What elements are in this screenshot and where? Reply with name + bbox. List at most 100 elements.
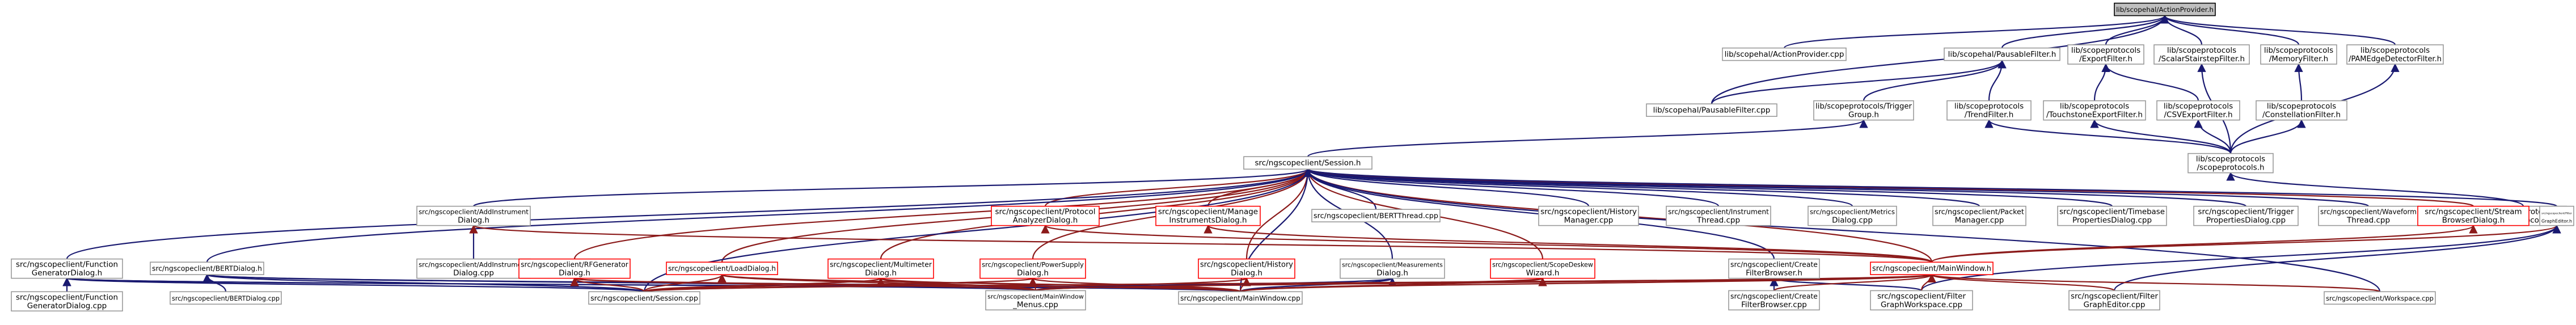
graph-node-label: /scopeprotocols.h [2197, 163, 2264, 172]
graph-node-label: Dialog.h [1376, 269, 1408, 278]
graph-node-label: src/ngscopeclient/MainWindow.cpp [1180, 294, 1300, 302]
graph-node[interactable]: src/ngscopeclient/LoadDialog.h [666, 261, 778, 276]
graph-node-label: lib/scopeprotocols/Trigger [1815, 103, 1912, 111]
graph-node-box [1538, 205, 1639, 226]
graph-node-label: src/ngscopeclient/Metrics [1810, 208, 1895, 216]
graph-node[interactable]: lib/scopeprotocols/TrendFilter.h [1946, 100, 2032, 121]
graph-node-box [666, 261, 778, 276]
graph-node-label: src/ngscopeclient/Filter [2071, 292, 2158, 301]
graph-node[interactable]: src/ngscopeclient/CreateFilterBrowser.cp… [1728, 290, 1820, 311]
graph-node[interactable]: lib/scopeprotocols/MemoryFilter.h [2260, 44, 2337, 65]
graph-node-label: lib/scopeprotocols [2360, 46, 2430, 55]
edge-n14-n22 [1303, 168, 1720, 207]
graph-node[interactable]: src/ngscopeclient/BERTThread.cpp [1311, 209, 1441, 223]
graph-node-label: src/ngscopeclient/AddInstrument [419, 261, 529, 269]
graph-node-label: lib/scopehal/ActionProvider.cpp [1725, 50, 1844, 59]
graph-node[interactable]: src/ngscopeclient/TimebasePropertiesDial… [2057, 205, 2167, 226]
graph-node-label: src/ngscopeclient/Packet [1935, 208, 2024, 217]
graph-node-label: InstrumentsDialog.h [1169, 216, 1247, 225]
graph-node[interactable]: src/ngscopeclient/Session.h [1243, 156, 1373, 170]
graph-node[interactable]: lib/scopeprotocols/scopeprotocols.h [2188, 153, 2274, 174]
edge-n14-n50 [1303, 168, 2381, 292]
graph-node[interactable]: lib/scopehal/PausableFilter.h [1944, 47, 2060, 61]
edge-n28-n41 [1931, 225, 2478, 263]
graph-node[interactable]: lib/scopehal/PausableFilter.cpp [1646, 103, 1777, 117]
graph-node-label: lib/scopeprotocols [2071, 46, 2140, 55]
graph-node-label: src/ngscopeclient/Trigger [2198, 208, 2294, 217]
edge-n14-n29 [1304, 168, 2558, 207]
graph-node-label: src/ngscopeclient/Stream [2425, 208, 2522, 217]
graph-node[interactable]: lib/scopeprotocols/PAMEdgeDetectorFilter… [2346, 44, 2444, 65]
graph-node-box [827, 258, 934, 279]
graph-node-label: lib/scopeprotocols [2164, 102, 2233, 111]
graph-node[interactable]: src/ngscopeclient/Workspace.cpp [2324, 291, 2436, 305]
graph-node-label: lib/scopeprotocols [1954, 102, 2024, 111]
graph-node[interactable]: src/ngscopeclient/FunctionGeneratorDialo… [11, 258, 123, 279]
graph-node-label: src/ngscopeclient/ScopeDeskew [1492, 261, 1593, 269]
edge-n38-n46 [1239, 277, 1397, 293]
graph-node[interactable]: src/ngscopeclient/MainWindow_Menus.cpp [985, 290, 1086, 311]
graph-node[interactable]: src/ngscopeclient/Session.cpp [588, 291, 700, 305]
graph-node-label: Dialog.h [1231, 269, 1262, 278]
graph-node-box [991, 205, 1100, 226]
graph-node[interactable]: lib/scopeprotocols/CSVExportFilter.h [2156, 100, 2240, 121]
graph-node-label: Dialog.h [458, 216, 489, 225]
graph-node-box [2114, 2, 2216, 16]
graph-node[interactable]: src/ngscopeclient/FunctionGeneratorDialo… [11, 291, 123, 312]
graph-node-label: Thread.cpp [1696, 216, 1740, 225]
graph-node-box [588, 291, 700, 305]
graph-node[interactable]: src/ngscopeclient/MainWindow.h [1870, 261, 1994, 276]
graph-node-box [1666, 205, 1771, 226]
graph-node-box [1870, 261, 1994, 276]
edge-n19-n41 [1203, 225, 1933, 263]
edge-n11-n15 [2090, 119, 2232, 154]
graph-node-label: Dialog.h [865, 269, 897, 278]
edge-n18-n41 [1041, 225, 1933, 263]
graph-node-label: src/ngscopeclient/PowerSupply [982, 261, 1084, 269]
graph-node[interactable]: src/ngscopeclient/AddInstrumentDialog.cp… [416, 258, 531, 279]
graph-node[interactable]: lib/scopeprotocols/ExportFilter.h [2067, 44, 2144, 65]
graph-node[interactable]: src/ngscopeclient/FilterGraphWorkspace.c… [1870, 290, 1973, 311]
graph-node[interactable]: src/ngscopeclient/BERTDialog.cpp [170, 291, 282, 305]
graph-node[interactable]: src/ngscopeclient/MainWindow.cpp [1178, 291, 1303, 305]
edge-n14-n18 [1044, 168, 1312, 207]
graph-node[interactable]: src/ngscopeclient/BERTDialog.h [150, 261, 264, 276]
graph-node[interactable]: lib/scopeprotocols/ConstellationFilter.h [2256, 100, 2347, 121]
graph-node[interactable]: lib/scopeprotocols/ScalarStairstepFilter… [2153, 44, 2250, 65]
graph-node-label: src/ngscopeclient/AddInstrument [419, 208, 529, 216]
edge-n14-n30 [66, 168, 1312, 259]
graph-node[interactable]: lib/scopeprotocols/TouchstoneExportFilte… [2043, 100, 2146, 121]
edge-n3-n8 [1711, 60, 2007, 104]
graph-node[interactable]: lib/scopehal/ActionProvider.h [2114, 2, 2216, 16]
graph-node-box [1490, 258, 1595, 279]
graph-node-box [1340, 258, 1445, 279]
graph-node-box [518, 258, 631, 279]
graph-node[interactable]: src/ngscopeclient/ProtocolAnalyzerDialog… [991, 205, 1100, 226]
graph-node-label: GraphWorkspace.cpp [1881, 300, 1962, 309]
graph-node-label: Dialog.cpp [1832, 216, 1873, 225]
graph-node-label: src/ngscopeclient/Workspace.cpp [2326, 294, 2434, 302]
edge-n4-n11 [2093, 63, 2110, 101]
graph-node[interactable]: src/ngscopeclient/TriggerPropertiesDialo… [2193, 205, 2299, 226]
graph-node-box [1722, 47, 1847, 61]
graph-node[interactable]: lib/scopehal/ActionProvider.cpp [1722, 47, 1847, 61]
edge-n41-n46 [1239, 273, 1936, 293]
graph-node[interactable]: src/ngscopeclient/ManageInstrumentsDialo… [1155, 205, 1261, 226]
